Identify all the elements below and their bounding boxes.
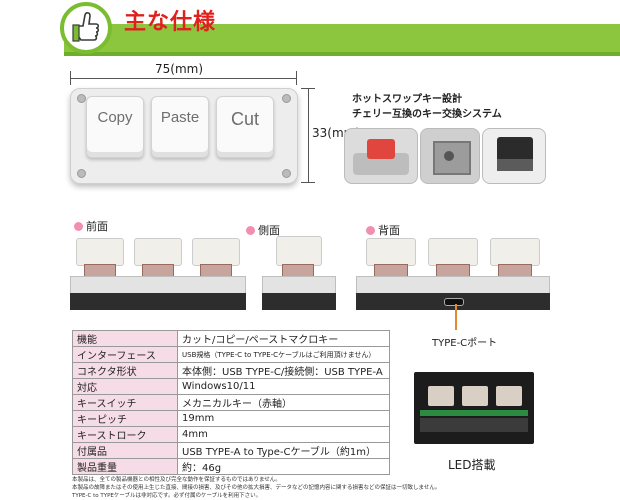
- spec-key: 対応: [72, 378, 178, 395]
- keycap-paste: Paste: [151, 96, 209, 158]
- typec-port-label: TYPE-Cポート: [432, 338, 498, 349]
- header-underline: [64, 52, 620, 56]
- keycap-copy: Copy: [86, 96, 144, 158]
- spec-value: 4mm: [177, 426, 390, 443]
- width-dimension-line: [70, 78, 296, 79]
- spec-key: 製品重量: [72, 458, 178, 475]
- thumbs-up-hand-icon: [60, 2, 112, 54]
- page-title: 主な仕様: [124, 10, 217, 35]
- spec-value: 19mm: [177, 410, 390, 427]
- width-dimension-label: 75(mm): [152, 62, 207, 76]
- back-view-photo: [356, 236, 550, 312]
- screw-icon: [282, 94, 291, 103]
- screw-icon: [77, 169, 86, 178]
- height-dimension-tick-bottom: [301, 182, 315, 183]
- table-row: コネクタ形状本体側：USB TYPE-C/接続側：USB TYPE-A: [72, 362, 390, 379]
- switch-photo-red: [344, 128, 418, 184]
- hotswap-line1: ホットスワップキー設計: [352, 94, 462, 105]
- spec-value: メカニカルキー（赤軸）: [177, 394, 390, 411]
- height-dimension-line: [308, 88, 309, 182]
- disclaimer-note: 本製品は、全ての製品機器との相性及び完全な動作を保証するものではありません。: [72, 477, 281, 483]
- side-view-label: 側面: [246, 222, 280, 238]
- typec-pointer-line: [455, 304, 457, 330]
- hotswap-caption: ホットスワップキー設計 チェリー互換のキー交換システム: [352, 92, 502, 122]
- keycap-cut: Cut: [216, 96, 274, 158]
- spec-key: キーストローク: [72, 426, 178, 443]
- flower-icon: [366, 225, 375, 235]
- spec-key: キースイッチ: [72, 394, 178, 411]
- height-dimension-tick-top: [301, 88, 315, 89]
- hotswap-line2: チェリー互換のキー交換システム: [352, 109, 502, 120]
- spec-value: USB規格（TYPE-C to TYPE-Cケーブルはご利用頂けません）: [177, 346, 390, 363]
- flower-icon: [74, 221, 83, 231]
- disclaimer-note: TYPE-C to TYPEケーブルは非対応です。必ず付属のケーブルを利用下さい…: [72, 493, 262, 499]
- front-view-photo: [70, 236, 246, 312]
- spec-key: インターフェース: [72, 346, 178, 363]
- table-row: 製品重量約：46g: [72, 458, 390, 475]
- table-row: キースイッチメカニカルキー（赤軸）: [72, 394, 390, 411]
- disclaimer-note: 本製品の故障またはその使用上生じた直接、間接の損害、及びその他の拡大損害、データ…: [72, 485, 441, 491]
- spec-key: キーピッチ: [72, 410, 178, 427]
- spec-value: Windows10/11: [177, 378, 390, 395]
- front-view-label: 前面: [74, 218, 108, 234]
- width-dimension-tick-right: [296, 71, 297, 85]
- spec-value: 約：46g: [177, 458, 390, 475]
- spec-key: 機能: [72, 330, 178, 347]
- led-label: LED搭載: [448, 458, 496, 472]
- keypad-product-image: Copy Paste Cut: [70, 88, 298, 184]
- led-photo: [414, 372, 534, 444]
- screw-icon: [282, 169, 291, 178]
- screw-icon: [77, 94, 86, 103]
- back-view-label: 背面: [366, 222, 400, 238]
- side-view-photo: [262, 236, 336, 312]
- flower-icon: [246, 225, 255, 235]
- spec-key: コネクタ形状: [72, 362, 178, 379]
- switch-socket-photo: [420, 128, 480, 184]
- table-row: 機能カット/コピー/ペーストマクロキー: [72, 330, 390, 347]
- switch-photo-black: [482, 128, 546, 184]
- header-band: [64, 24, 620, 54]
- spec-value: 本体側：USB TYPE-C/接続側：USB TYPE-A: [177, 362, 390, 379]
- spec-key: 付属品: [72, 442, 178, 459]
- usb-c-port: [444, 298, 464, 306]
- spec-value: USB TYPE-A to Type-Cケーブル（約1m）: [177, 442, 390, 459]
- spec-value: カット/コピー/ペーストマクロキー: [177, 330, 390, 347]
- width-dimension-tick-left: [70, 71, 71, 85]
